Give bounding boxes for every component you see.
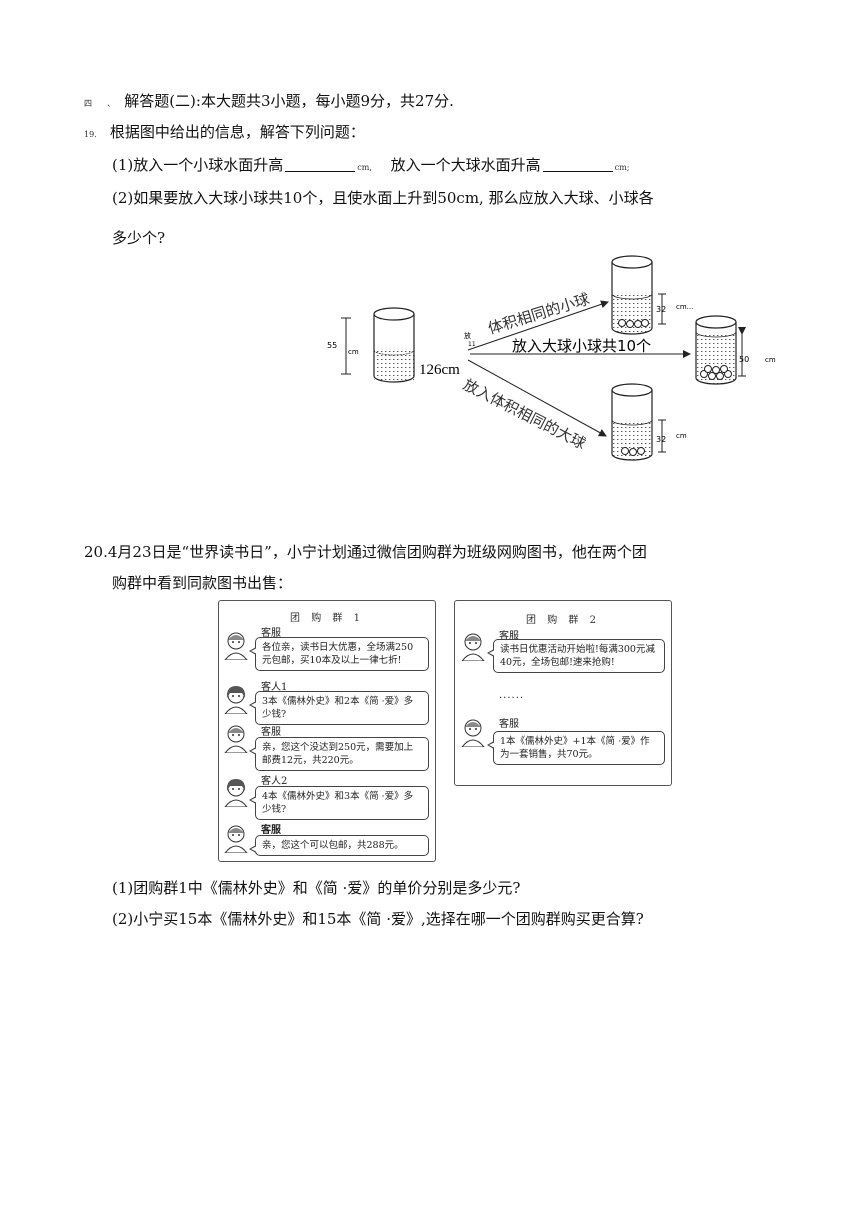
fragment-label: 放 xyxy=(464,331,471,340)
right-height-unit: cm xyxy=(765,356,776,364)
section-header: 四 、 解答题(二):本大题共3小题，每小题9分，共27分. xyxy=(84,90,454,111)
top-height-unit: cm... xyxy=(676,303,693,311)
q19-text: 根据图中给出的信息，解答下列问题： xyxy=(109,123,365,141)
g2-msg-2-sender: 客服 xyxy=(499,719,519,730)
right-height-value: 50 xyxy=(739,355,749,364)
group-chat-1: 团 购 群 1 客服 各位亲，读书日大优惠，全场满250元包邮，买10本及以上一… xyxy=(218,600,436,862)
section-sep: 、 xyxy=(107,99,116,108)
msg-3-sender: 客服 xyxy=(261,727,281,738)
staff-avatar-icon xyxy=(224,825,248,853)
right-height-marker xyxy=(738,334,746,377)
right-cylinder xyxy=(695,315,737,385)
q19-blank-2[interactable] xyxy=(542,171,613,172)
bottom-height-value: 32 xyxy=(656,435,666,444)
left-height-value: 55 xyxy=(327,341,337,350)
q20-sub2: (2)小宁买15本《儒林外史》和15本《简 ·爱》,选择在哪一个团购群购买更合算… xyxy=(112,910,644,928)
q19-blank-1[interactable] xyxy=(285,171,356,172)
msg-2-sender: 客人1 xyxy=(261,682,288,693)
group-chat-2: 团 购 群 2 客服 读书日优惠活动开始啦!每满300元减40元，全场包邮!速来… xyxy=(454,600,672,786)
g2-msg-1-bubble: 读书日优惠活动开始啦!每满300元减40元，全场包邮!速来抢购! xyxy=(487,639,665,673)
left-cylinder xyxy=(373,307,415,383)
staff-avatar-icon xyxy=(224,632,248,660)
bottom-height-marker xyxy=(658,419,666,453)
msg-1-bubble: 各位亲，读书日大优惠，全场满250元包邮，买10本及以上一律七折! xyxy=(249,637,429,671)
group-2-title: 团 购 群 2 xyxy=(526,615,600,626)
top-height-value: 32 xyxy=(656,305,666,314)
q19-part1: (1)放入一个小球水面升高 cm, 放入一个大球水面升高 cm; xyxy=(112,154,629,175)
bottom-height-unit: cm xyxy=(676,432,687,440)
msg-5-bubble: 亲，您这个可以包邮，共288元。 xyxy=(249,835,429,856)
msg-2-bubble: 3本《儒林外史》和2本《简 ·爱》多少钱? xyxy=(249,691,429,725)
q19-part1-label-b: 放入一个大球水面升高 xyxy=(390,156,541,174)
q20-line1: 20.4月23日是“世界读书日”，小宁计划通过微信团购群为班级网购图书，他在两个… xyxy=(84,543,647,561)
q19-stem: 19. 根据图中给出的信息，解答下列问题： xyxy=(84,121,365,142)
q19-number: 19. xyxy=(84,130,97,139)
top-height-marker xyxy=(658,293,666,325)
top-cylinder xyxy=(611,255,653,335)
left-height-unit: cm xyxy=(348,348,359,356)
arrow-mid-label: 放入大球小球共10个 xyxy=(512,337,651,355)
left-height-marker xyxy=(341,317,351,375)
base-label: 126cm xyxy=(419,362,460,378)
msg-4-bubble: 4本《儒林外史》和3本《简 ·爱》多少钱? xyxy=(249,786,429,820)
staff-avatar-icon xyxy=(224,725,248,753)
cylinder-figure: 55 cm 126cm 放 11 体积相同的小球 放入大球小球共10个 放入体积… xyxy=(327,255,776,461)
bottom-cylinder xyxy=(611,383,653,461)
fragment-label-2: 11 xyxy=(468,341,476,348)
arrow-to-top xyxy=(467,300,609,351)
g2-msg-2-bubble: 1本《儒林外史》+1本《简 ·爱》作为一套销售，共70元。 xyxy=(487,731,665,765)
msg-1-sender: 客服 xyxy=(261,628,281,639)
q19-part2: (2)如果要放入大球小球共10个，且使水面上升到50cm, 那么应放入大球、小球… xyxy=(112,189,654,207)
arrow-to-bottom xyxy=(467,359,607,437)
arrow-bottom-label: 放入体积相同的大球 xyxy=(460,376,588,453)
q20-line2: 购群中看到同款图书出售： xyxy=(112,574,293,592)
section-prefix: 四 xyxy=(84,99,92,108)
q19-part1-label-a: (1)放入一个小球水面升高 xyxy=(112,156,284,174)
msg-4-sender: 客人2 xyxy=(261,776,288,787)
msg-3-bubble: 亲，您这个没达到250元，需要加上邮费12元，共220元。 xyxy=(249,737,429,771)
q19-unit-2: cm; xyxy=(614,163,630,172)
q19-part2-cont: 多少个? xyxy=(112,229,166,247)
staff-avatar-icon xyxy=(461,633,485,661)
customer-1-avatar-icon xyxy=(224,686,248,714)
group-1-title: 团 购 群 1 xyxy=(290,613,364,624)
customer-2-avatar-icon xyxy=(224,779,248,807)
q20-sub1: (1)团购群1中《儒林外史》和《简 ·爱》的单价分别是多少元? xyxy=(112,879,521,897)
msg-5-sender: 客服 xyxy=(261,825,281,836)
q19-unit-1: cm, xyxy=(357,163,372,172)
section-title: 解答题(二):本大题共3小题，每小题9分，共27分. xyxy=(124,92,454,110)
arrow-top-label: 体积相同的小球 xyxy=(486,290,592,338)
staff-avatar-icon xyxy=(461,719,485,747)
g2-ellipsis: ······ xyxy=(499,693,525,704)
g2-msg-1-sender: 客服 xyxy=(499,631,519,642)
